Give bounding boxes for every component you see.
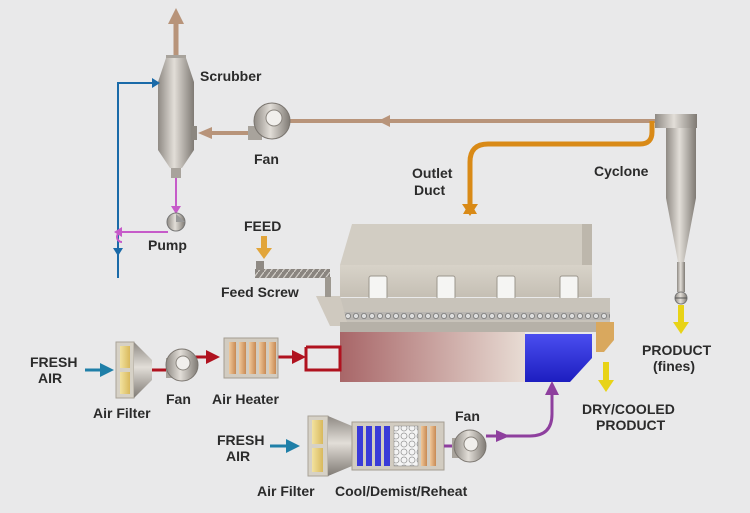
label-cyclone: Cyclone (594, 163, 649, 179)
label-scrubber: Scrubber (200, 68, 262, 84)
fan-top (248, 102, 291, 140)
cyclone (655, 114, 697, 305)
air-heater (223, 337, 279, 379)
label-fresh-air-2a: FRESH (217, 432, 264, 448)
air-filter-2 (307, 415, 352, 477)
dryer-plenum (340, 322, 614, 382)
scrubber-vessel (158, 8, 197, 178)
label-feed-screw: Feed Screw (221, 284, 299, 300)
exhaust-line (198, 115, 672, 139)
label-outlet: Outlet (412, 165, 453, 181)
fresh-air-arrow-1 (85, 363, 114, 377)
feed-arrow (256, 236, 272, 259)
feed-screw (255, 261, 331, 297)
label-pump: Pump (148, 237, 187, 253)
fan-bottom (452, 429, 487, 463)
label-dry-cooled-2: PRODUCT (596, 417, 666, 433)
label-feed: FEED (244, 218, 281, 234)
product-fines-arrow (673, 305, 689, 334)
label-air-heater: Air Heater (212, 391, 279, 407)
label-duct: Duct (414, 182, 445, 198)
label-fresh-air-1b: AIR (38, 370, 62, 386)
dry-cooled-product-arrow (598, 362, 614, 392)
dryer-bed (316, 296, 610, 326)
pump-line (114, 178, 181, 237)
cool-demist-reheat-unit (351, 421, 445, 471)
pump (116, 212, 186, 243)
air-filter-1 (115, 341, 152, 399)
label-fresh-air-2b: AIR (226, 448, 250, 464)
label-product-fines-1: PRODUCT (642, 342, 712, 358)
label-fresh-air-1a: FRESH (30, 354, 77, 370)
label-cool-demist-reheat: Cool/Demist/Reheat (335, 483, 468, 499)
label-fan-bottom: Fan (455, 408, 480, 424)
label-air-filter-1: Air Filter (93, 405, 151, 421)
outlet-duct (462, 121, 655, 216)
label-fan-mid: Fan (166, 391, 191, 407)
label-fan-top: Fan (254, 151, 279, 167)
dryer-hood (340, 224, 592, 303)
label-product-fines-2: (fines) (653, 358, 695, 374)
water-line (113, 78, 160, 278)
label-air-filter-2: Air Filter (257, 483, 315, 499)
label-dry-cooled-1: DRY/COOLED (582, 401, 675, 417)
fan-mid (165, 348, 199, 382)
fresh-air-arrow-2 (270, 439, 300, 453)
